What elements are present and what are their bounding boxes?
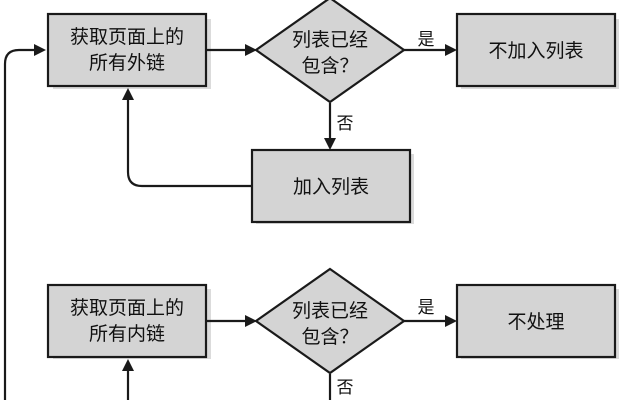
arrowhead bbox=[122, 88, 134, 100]
edge-feed-top bbox=[3, 48, 36, 400]
node-label: 获取页面上的 bbox=[70, 26, 184, 48]
arrowhead bbox=[445, 44, 457, 56]
edge-label-no: 否 bbox=[337, 378, 354, 398]
node-get-internal-links: 获取页面上的 所有内链 bbox=[46, 283, 208, 359]
decision-list-contains-2: 列表已经 包含？ bbox=[254, 267, 406, 375]
edge-label-no: 否 bbox=[337, 114, 354, 134]
decision-label: 列表已经 bbox=[292, 300, 368, 322]
arrowhead bbox=[245, 44, 257, 56]
edge-add-loop-back bbox=[126, 98, 252, 188]
node-label: 所有外链 bbox=[89, 52, 165, 74]
node-label: 不处理 bbox=[507, 311, 564, 333]
arrowhead bbox=[122, 359, 134, 371]
decision-label: 列表已经 bbox=[292, 29, 368, 51]
node-label: 所有内链 bbox=[89, 323, 165, 345]
node-get-external-links: 获取页面上的 所有外链 bbox=[46, 12, 208, 88]
arrowhead bbox=[245, 315, 257, 327]
node-label: 加入列表 bbox=[293, 176, 369, 198]
decision-label: 包含？ bbox=[301, 326, 358, 348]
edge-label-yes: 是 bbox=[418, 298, 435, 318]
node-skip-process: 不处理 bbox=[455, 283, 617, 359]
decision-list-contains-1: 列表已经 包含？ bbox=[254, 0, 406, 104]
node-label: 获取页面上的 bbox=[70, 297, 184, 319]
node-label: 不加入列表 bbox=[488, 40, 583, 62]
edge-label-yes: 是 bbox=[418, 30, 435, 50]
arrowhead bbox=[445, 315, 457, 327]
node-skip-add: 不加入列表 bbox=[455, 12, 617, 88]
decision-label: 包含？ bbox=[301, 55, 358, 77]
arrowhead bbox=[34, 44, 46, 56]
node-add-to-list: 加入列表 bbox=[250, 148, 412, 224]
arrowhead bbox=[324, 138, 336, 150]
